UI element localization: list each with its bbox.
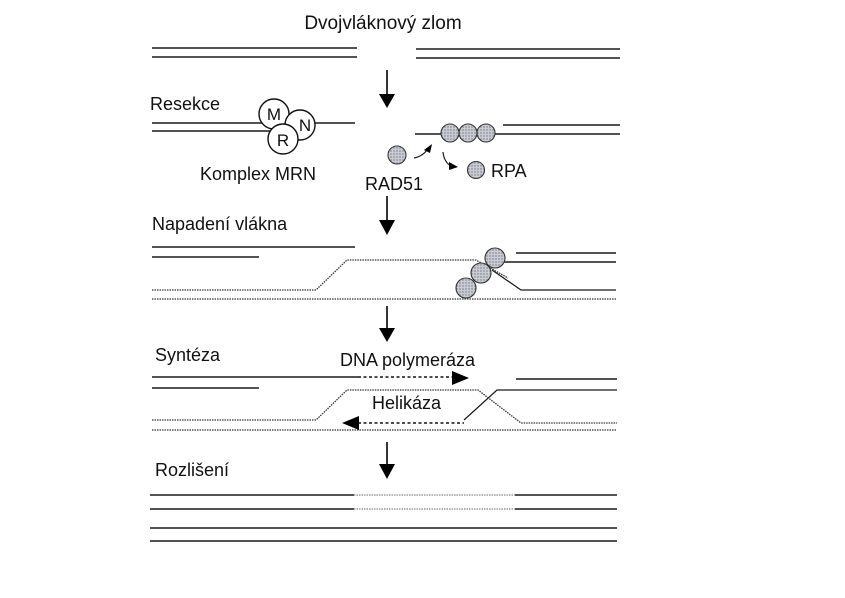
helicase-direction-arrow-icon xyxy=(342,416,359,430)
label-rad51: RAD51 xyxy=(365,174,423,194)
dsb-dna-right xyxy=(416,48,620,59)
rpa-protein xyxy=(466,160,486,180)
step-label-resolution: Rozlišení xyxy=(155,460,229,480)
label-mrn-complex: Komplex MRN xyxy=(200,164,316,184)
mrn-letter-n: N xyxy=(299,116,311,135)
rad51-filament xyxy=(455,247,506,299)
curved-arrow-icon xyxy=(413,144,432,159)
invasion-template-strands xyxy=(152,259,616,300)
down-arrow-icon xyxy=(379,306,395,342)
rpa-protein xyxy=(476,123,496,143)
resolved-dna-top xyxy=(150,494,617,510)
resected-dna-left xyxy=(152,122,355,132)
label-dna-polymerase: DNA polymeráza xyxy=(340,350,476,370)
diagram-title: Dvojvláknový zlom xyxy=(304,13,461,34)
rad51-protein xyxy=(470,262,492,284)
dsb-dna-left xyxy=(152,47,357,58)
mrn-letter-m: M xyxy=(267,105,281,124)
label-helicase: Helikáza xyxy=(372,393,442,413)
down-arrow-icon xyxy=(379,196,395,235)
rpa-filament xyxy=(440,123,496,143)
down-arrow-icon xyxy=(379,70,395,108)
resolved-dna-bottom xyxy=(150,527,617,542)
step-label-strand-invasion: Napadení vlákna xyxy=(152,214,288,234)
polymerase-direction-arrow-icon xyxy=(452,371,469,385)
mrn-r-subunit xyxy=(267,123,299,155)
rad51-protein xyxy=(387,145,407,165)
invasion-donor-strands xyxy=(152,246,616,263)
curved-arrow-icon xyxy=(442,151,458,170)
mrn-complex: M N R xyxy=(258,98,316,155)
rad51-protein xyxy=(455,277,477,299)
down-arrow-icon xyxy=(379,442,395,479)
label-rpa: RPA xyxy=(491,161,527,181)
step-label-synthesis: Syntéza xyxy=(155,345,221,365)
synthesis-strands xyxy=(152,371,617,431)
rpa-protein xyxy=(440,123,460,143)
rad51-protein xyxy=(484,247,506,269)
rpa-protein xyxy=(458,123,478,143)
mrn-letter-r: R xyxy=(277,131,289,150)
step-label-resection: Resekce xyxy=(150,94,220,114)
